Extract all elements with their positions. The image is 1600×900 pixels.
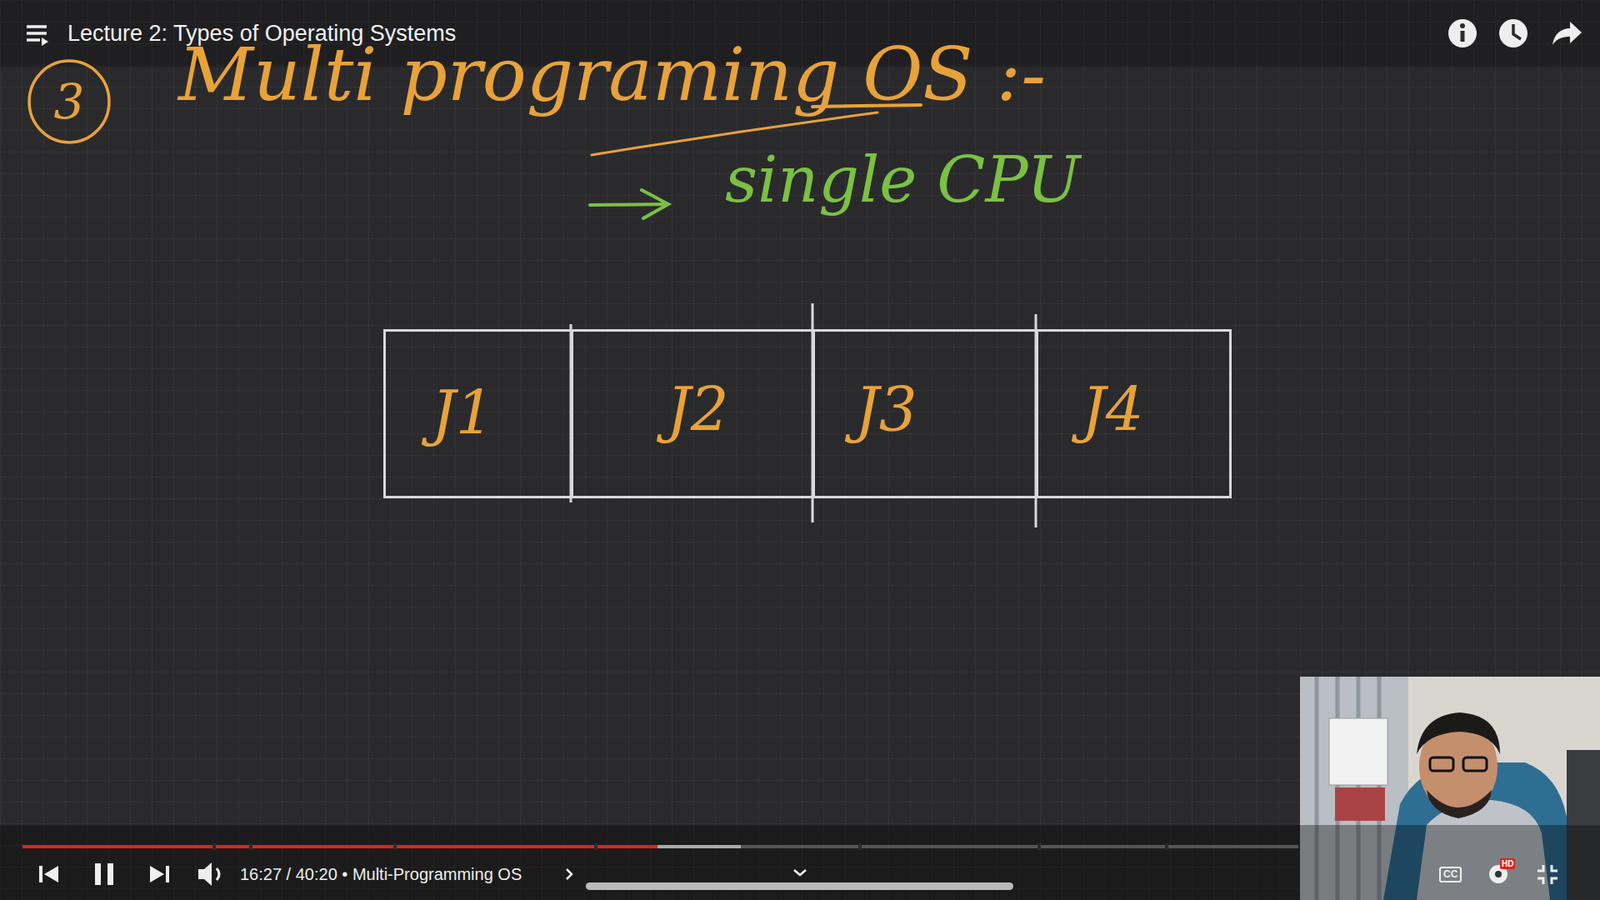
handwritten-note: single CPU bbox=[725, 148, 1080, 212]
clock-hands bbox=[1513, 24, 1521, 40]
video-time: 16:27 / 40:20 • Multi-Programming OS bbox=[240, 864, 522, 885]
job-cell: J2 bbox=[570, 329, 815, 499]
share-icon bbox=[1552, 21, 1582, 45]
bottom-shade bbox=[0, 825, 1600, 900]
progress-bar bbox=[22, 845, 658, 849]
node-text: J4 bbox=[1081, 380, 1145, 440]
divider-line bbox=[570, 303, 1036, 528]
node-text: 3 bbox=[54, 77, 85, 126]
buffer-bar bbox=[657, 845, 741, 849]
volume-wave bbox=[216, 868, 220, 880]
info-icon-dot bbox=[1460, 23, 1465, 29]
job-cell: J4 bbox=[1035, 329, 1232, 499]
player-controls bbox=[39, 862, 212, 886]
chapter-chevron bbox=[566, 869, 572, 880]
step-number-circle: 3 bbox=[26, 58, 112, 145]
playlist-icon-play bbox=[41, 37, 49, 46]
node-text: J3 bbox=[855, 380, 918, 440]
exit-fullscreen-icon bbox=[1537, 865, 1558, 885]
clock-icon bbox=[1499, 19, 1528, 48]
info-icon bbox=[1448, 19, 1477, 48]
node-text: J1 bbox=[431, 383, 495, 444]
node-text: J2 bbox=[666, 380, 730, 440]
expand-chevron bbox=[794, 870, 806, 875]
info-icon-bar bbox=[1460, 30, 1465, 42]
playlist-icon bbox=[26, 26, 47, 40]
job-cell: J3 bbox=[812, 329, 1038, 499]
scroll-pill bbox=[585, 882, 1014, 890]
chapter-gaps bbox=[212, 843, 1169, 850]
job-cell: J1 bbox=[383, 329, 573, 499]
arrow-stroke bbox=[590, 190, 669, 219]
settings-hole bbox=[1495, 870, 1502, 878]
captions-button: CC bbox=[1439, 866, 1462, 883]
hd-badge: HD bbox=[1500, 858, 1515, 870]
handwritten-heading: Multi programing OS :- bbox=[178, 38, 1046, 112]
